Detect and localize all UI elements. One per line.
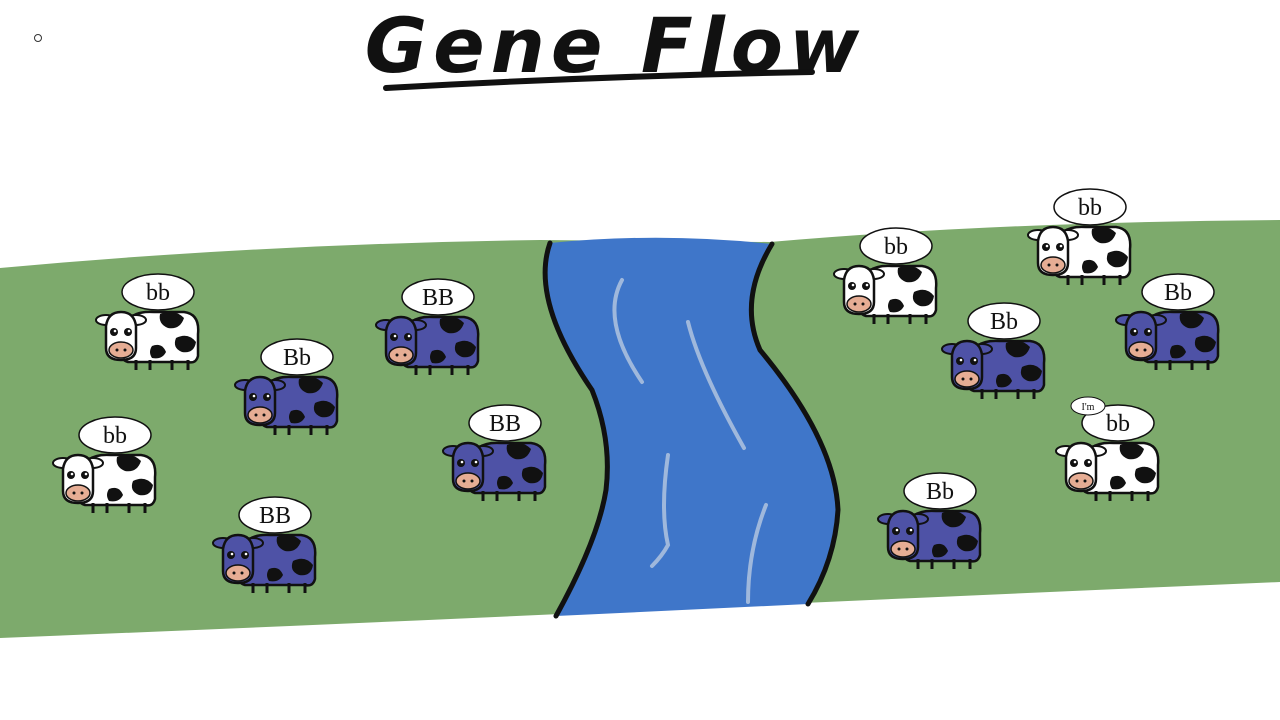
corner-dot [34,34,42,42]
genotype-label: Bb [1164,280,1192,306]
cow-purple-5: BB [441,404,547,503]
genotype-label: BB [422,285,454,311]
small-speech-text: I'm [1082,402,1095,413]
genotype-label: Bb [283,345,311,371]
genotype-bubble [859,227,933,265]
river-bank-left [542,240,610,619]
genotype-bubble [468,404,542,442]
genotype-bubble [1081,404,1155,442]
genotype-bubble [401,278,475,316]
genotype-bubble [903,472,977,510]
genotype-bubble [238,496,312,534]
cow-white-7: bb [832,227,938,326]
genotype-label: BB [489,411,521,437]
genotype-bubble [1141,273,1215,311]
genotype-label: bb [884,234,908,260]
river-ripples [612,278,768,604]
river-bank-right [748,241,841,607]
genotype-bubble [260,338,334,376]
cow-purple-2: BB [374,278,480,377]
genotype-label: Bb [926,479,954,505]
genotype-label: bb [103,423,127,449]
cow-purple-9: Bb [940,302,1046,401]
genotype-label: BB [259,503,291,529]
genotype-bubble [78,416,152,454]
cow-white-11: bb [1054,404,1160,503]
genotype-bubble [967,302,1041,340]
cow-white-4: bb [51,416,157,515]
cow-purple-10: Bb [1114,273,1220,372]
genotype-label: bb [146,280,170,306]
cow-purple-3: Bb [233,338,339,437]
cow-white-8: bb [1026,188,1132,287]
small-speech-bubble [1070,396,1106,416]
cow-purple-12: Bb [876,472,982,571]
genotype-bubble [121,273,195,311]
cow-purple-6: BB [211,496,317,595]
genotype-label: bb [1106,411,1130,437]
cow-white-1: bb [94,273,200,372]
genotype-label: Bb [990,309,1018,335]
genotype-bubble [1053,188,1127,226]
title-underline [383,69,815,91]
genotype-label: bb [1078,195,1102,221]
